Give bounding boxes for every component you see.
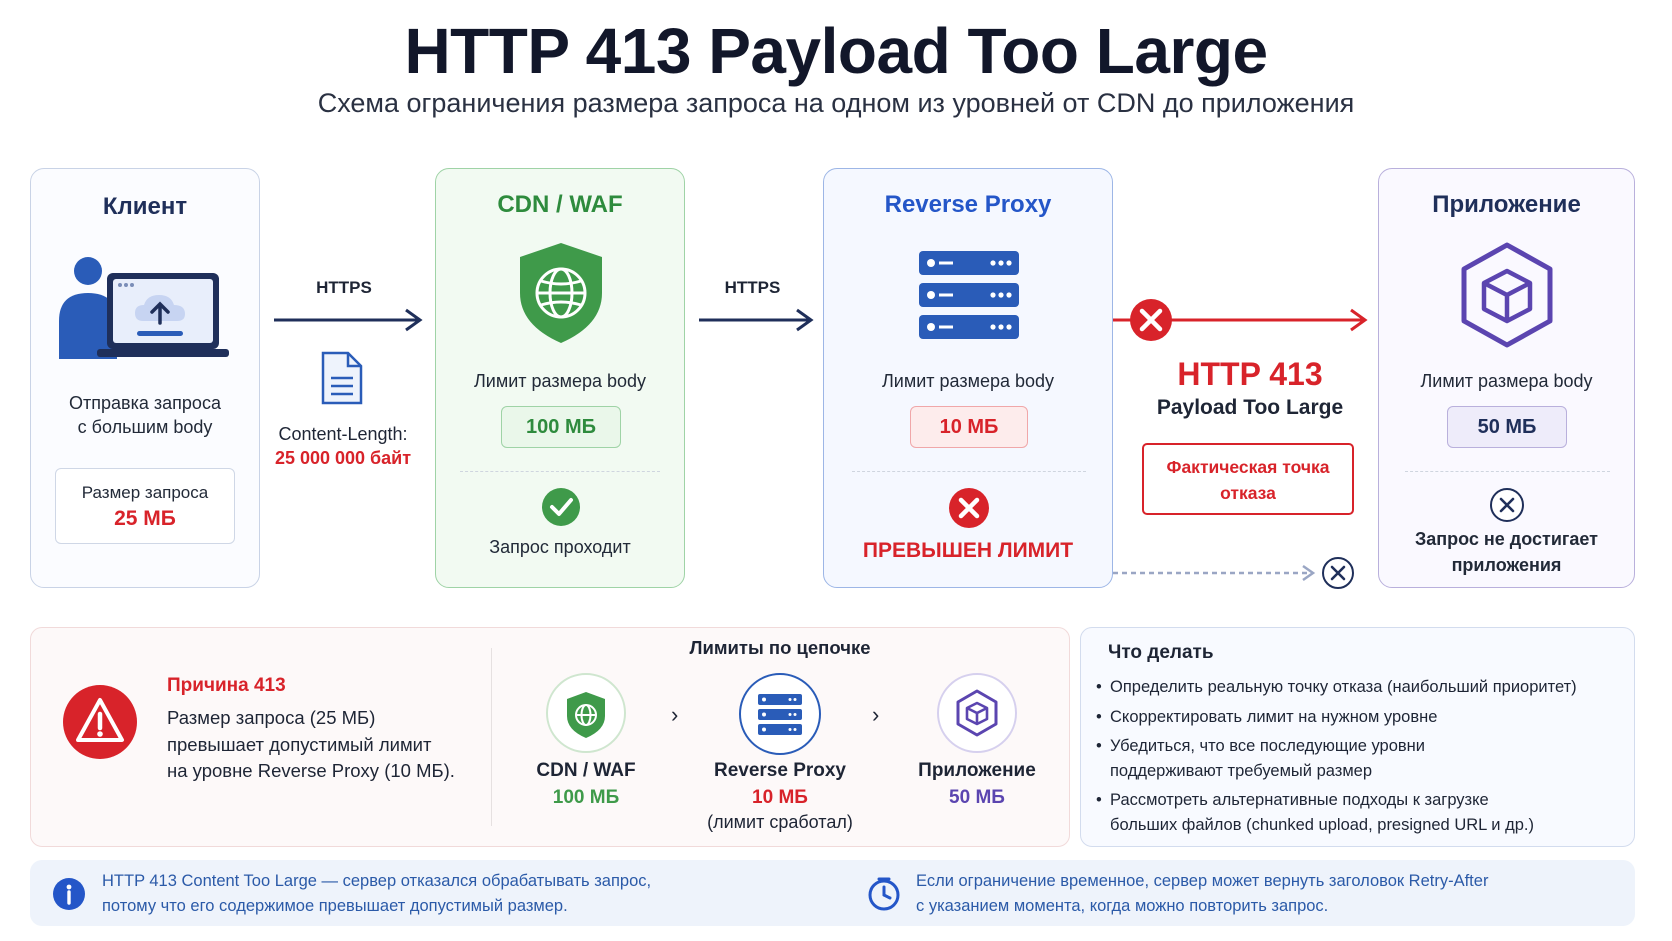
cdn-title: CDN / WAF bbox=[497, 191, 623, 218]
client-size-value: 25 МБ bbox=[114, 507, 176, 530]
todo-title: Что делать bbox=[1108, 642, 1214, 663]
footer-info-line1: HTTP 413 Content Too Large — сервер отка… bbox=[102, 872, 652, 890]
chain-item-cdn-value: 100 МБ bbox=[552, 787, 620, 808]
chain-item-proxy-name: Reverse Proxy bbox=[713, 760, 847, 781]
todo-bullet-1: Определить реальную точку отказа (наибол… bbox=[1096, 675, 1577, 700]
check-circle-icon bbox=[542, 488, 580, 526]
client-size-label: Размер запроса bbox=[81, 483, 209, 502]
arrow-right-icon bbox=[699, 308, 814, 332]
link2-protocol: HTTPS bbox=[724, 278, 781, 297]
reason-title: Причина 413 bbox=[167, 675, 286, 696]
footer-info-line2: потому что его содержимое превышает допу… bbox=[102, 897, 568, 915]
laptop-user-icon bbox=[59, 257, 229, 359]
proxy-status: ПРЕВЫШЕН ЛИМИТ bbox=[862, 539, 1074, 562]
app-chain-icon bbox=[937, 673, 1017, 753]
reason-line2: превышает допустимый лимит bbox=[167, 734, 432, 755]
app-limit-value: 50 МБ bbox=[1447, 406, 1567, 448]
reason-line1: Размер запроса (25 МБ) bbox=[167, 707, 376, 728]
reason-panel bbox=[30, 627, 1070, 847]
chevron-right-icon: › bbox=[872, 702, 880, 727]
proxy-limit-label: Лимит размера body bbox=[881, 371, 1055, 391]
app-limit-label: Лимит размера body bbox=[1420, 371, 1593, 391]
footer-retry-line2: с указанием момента, когда можно повтори… bbox=[916, 897, 1329, 915]
error-circle-icon bbox=[949, 488, 989, 528]
app-card: Приложение Лимит размера body 50 МБ Запр… bbox=[1378, 168, 1635, 588]
client-desc-line1: Отправка запроса bbox=[69, 393, 221, 413]
footer-retry-line1: Если ограничение временное, сервер может… bbox=[916, 872, 1489, 890]
app-title: Приложение bbox=[1432, 191, 1581, 218]
todo-bullet-3: Убедиться, что все последующие уровни bbox=[1096, 734, 1425, 759]
proxy-chain-icon bbox=[739, 673, 821, 755]
link1-protocol: HTTPS bbox=[316, 278, 372, 297]
footer-note bbox=[30, 860, 1635, 926]
server-stack-icon bbox=[919, 251, 1019, 339]
rejected-arrow bbox=[1113, 299, 1368, 341]
cdn-status: Запрос проходит bbox=[489, 537, 631, 557]
client-desc-line2: с большим body bbox=[77, 417, 213, 437]
reason-line3: на уровне Reverse Proxy (10 МБ). bbox=[167, 760, 455, 781]
cdn-limit-label: Лимит размера body bbox=[473, 371, 647, 391]
blocked-dashed-arrow bbox=[1113, 557, 1354, 589]
page-subtitle: Схема ограничения размера запроса на одн… bbox=[317, 88, 1355, 118]
close-circle-icon bbox=[1490, 488, 1524, 522]
proxy-limit-value: 10 МБ bbox=[910, 406, 1028, 448]
page-title: HTTP 413 Payload Too Large bbox=[404, 15, 1268, 87]
client-card: Клиент Отправка запроса с большим body Р… bbox=[30, 168, 260, 588]
chain-item-app-value: 50 МБ bbox=[949, 787, 1005, 808]
failure-point-line2: отказа bbox=[1220, 483, 1276, 503]
chain-item-proxy-value: 10 МБ bbox=[752, 787, 808, 808]
cdn-limit-value: 100 МБ bbox=[501, 406, 621, 448]
link1-header-label: Content-Length: bbox=[278, 424, 408, 444]
todo-bullet-4-cont: больших файлов (chunked upload, presigne… bbox=[1110, 816, 1534, 834]
clock-icon bbox=[868, 877, 900, 911]
proxy-card: Reverse Proxy Лимит размера body 10 МБ П… bbox=[823, 168, 1113, 588]
error-message: Payload Too Large bbox=[1156, 396, 1344, 419]
chain-item-proxy-note: (лимит сработал) bbox=[707, 812, 853, 832]
todo-bullet-4: Рассмотреть альтернативные подходы к заг… bbox=[1096, 788, 1489, 813]
failure-point-box: Фактическая точка отказа bbox=[1142, 443, 1354, 515]
error-code: HTTP 413 bbox=[1177, 356, 1323, 392]
document-icon bbox=[321, 351, 363, 405]
todo-bullet-3-cont: поддерживают требуемый размер bbox=[1110, 762, 1373, 780]
cdn-chain-icon bbox=[546, 673, 626, 753]
app-status-line1: Запрос не достигает bbox=[1415, 529, 1598, 549]
proxy-title: Reverse Proxy bbox=[884, 191, 1052, 218]
chain-item-app-name: Приложение bbox=[918, 760, 1036, 781]
chain-item-cdn-name: CDN / WAF bbox=[536, 760, 636, 781]
link1-header-value: 25 000 000 байт bbox=[274, 448, 412, 468]
info-icon bbox=[53, 878, 85, 910]
failure-point-line1: Фактическая точка bbox=[1166, 457, 1330, 477]
cube-hexagon-icon bbox=[1461, 242, 1553, 348]
app-status-line2: приложения bbox=[1451, 555, 1562, 575]
arrow-right-icon bbox=[274, 308, 423, 332]
shield-globe-icon bbox=[520, 243, 602, 343]
warning-icon bbox=[63, 685, 137, 759]
chevron-right-icon: › bbox=[671, 702, 679, 727]
client-title: Клиент bbox=[102, 193, 188, 220]
chain-title: Лимиты по цепочке bbox=[689, 637, 871, 658]
client-size-box: Размер запроса 25 МБ bbox=[55, 468, 235, 544]
todo-bullet-2: Скорректировать лимит на нужном уровне bbox=[1096, 705, 1437, 730]
cdn-card: CDN / WAF Лимит размера body 100 МБ Запр… bbox=[435, 168, 685, 588]
